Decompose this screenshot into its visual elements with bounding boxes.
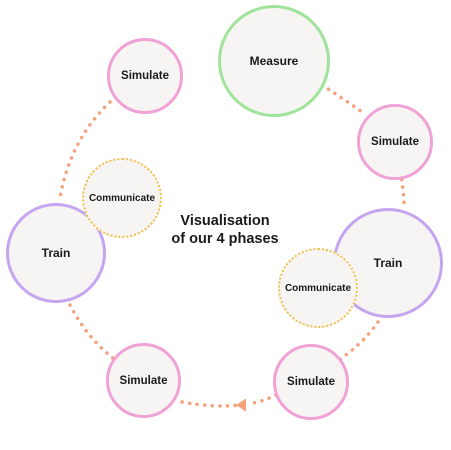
connector-left-bottom [68, 303, 120, 364]
node-communicate-right: Communicate [278, 248, 358, 328]
node-label: Train [41, 246, 71, 260]
node-measure: Measure [218, 5, 330, 117]
title-line-1: Visualisation [180, 213, 270, 229]
node-simulate-right-top: Simulate [357, 104, 433, 180]
connector-train-simulate [334, 320, 380, 364]
title-line-2: of our 4 phases [171, 231, 279, 247]
connector-measure-simulate [320, 83, 364, 114]
arrow-left-icon [236, 398, 246, 412]
node-simulate-left-top: Simulate [107, 38, 183, 114]
node-label: Simulate [121, 70, 169, 82]
node-label: Communicate [284, 282, 352, 294]
connector-simulate-train [398, 170, 406, 208]
node-label: Simulate [287, 376, 335, 388]
connector-left-top [58, 100, 112, 200]
node-simulate-left-bottom: Simulate [106, 343, 181, 418]
diagram-title: Visualisation of our 4 phases [160, 212, 290, 248]
node-label: Train [373, 256, 403, 270]
node-communicate-left: Communicate [82, 158, 162, 238]
node-label: Communicate [88, 192, 156, 204]
node-label: Simulate [119, 374, 168, 387]
connector-simulate-bottom [246, 393, 278, 406]
node-simulate-right-bottom: Simulate [273, 344, 349, 420]
node-label: Measure [249, 54, 299, 68]
connector-bottom [180, 400, 242, 408]
node-label: Simulate [371, 136, 419, 148]
